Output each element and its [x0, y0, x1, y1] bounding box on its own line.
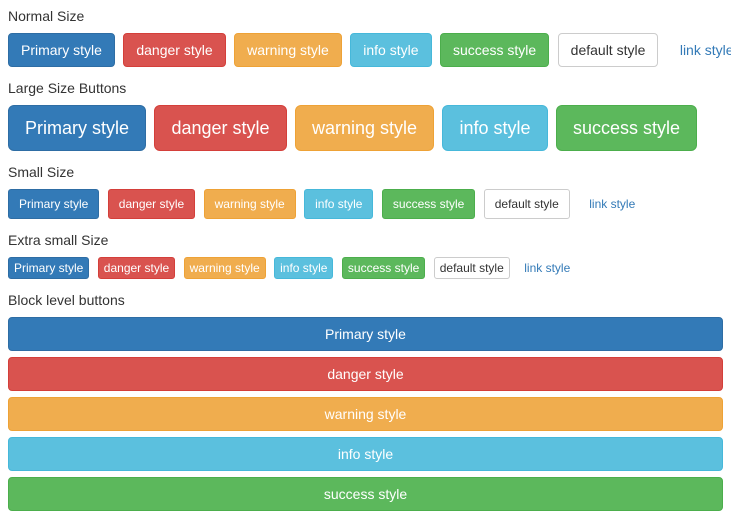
xsmall-default-button[interactable]: default style: [433, 257, 510, 279]
xsmall-info-button[interactable]: info style: [274, 257, 334, 279]
section-label-small: Small Size: [8, 164, 75, 180]
section-label-block: Block level buttons: [8, 292, 125, 308]
normal-primary-button[interactable]: Primary style: [8, 33, 115, 67]
small-danger-button[interactable]: danger style: [107, 189, 196, 219]
section-label-large: Large Size Buttons: [8, 80, 127, 96]
button-row-small: Primary style danger style warning style…: [8, 189, 723, 219]
block-danger-button[interactable]: danger style: [8, 357, 723, 391]
section-xsmall-size: Extra small Size Primary style danger st…: [8, 232, 723, 279]
large-warning-button[interactable]: warning style: [294, 105, 435, 151]
section-normal-size: Normal Size Primary style danger style w…: [8, 8, 731, 67]
small-warning-button[interactable]: warning style: [203, 189, 296, 219]
normal-warning-button[interactable]: warning style: [234, 33, 342, 67]
block-primary-button[interactable]: Primary style: [8, 317, 723, 351]
xsmall-danger-button[interactable]: danger style: [97, 257, 176, 279]
small-success-button[interactable]: success style: [381, 189, 476, 219]
section-large-size: Large Size Buttons Primary style danger …: [8, 80, 723, 151]
normal-info-button[interactable]: info style: [350, 33, 432, 67]
section-label-xsmall: Extra small Size: [8, 232, 109, 248]
section-block-level: Block level buttons Primary style danger…: [8, 292, 723, 511]
block-info-button[interactable]: info style: [8, 437, 723, 471]
section-small-size: Small Size Primary style danger style wa…: [8, 164, 723, 219]
xsmall-primary-button[interactable]: Primary style: [8, 257, 90, 279]
button-row-large: Primary style danger style warning style…: [8, 105, 723, 151]
small-info-button[interactable]: info style: [304, 189, 374, 219]
normal-default-button[interactable]: default style: [557, 33, 659, 67]
normal-danger-button[interactable]: danger style: [123, 33, 226, 67]
button-row-block: Primary style danger style warning style…: [8, 317, 723, 511]
section-label-normal: Normal Size: [8, 8, 85, 24]
normal-link-button[interactable]: link style: [667, 33, 731, 67]
large-info-button[interactable]: info style: [442, 105, 548, 151]
small-default-button[interactable]: default style: [483, 189, 570, 219]
xsmall-warning-button[interactable]: warning style: [183, 257, 266, 279]
xsmall-link-button[interactable]: link style: [518, 257, 576, 279]
large-danger-button[interactable]: danger style: [154, 105, 287, 151]
block-warning-button[interactable]: warning style: [8, 397, 723, 431]
normal-success-button[interactable]: success style: [439, 33, 550, 67]
xsmall-success-button[interactable]: success style: [341, 257, 426, 279]
button-row-xsmall: Primary style danger style warning style…: [8, 257, 723, 279]
button-row-normal: Primary style danger style warning style…: [8, 33, 731, 67]
small-primary-button[interactable]: Primary style: [8, 189, 100, 219]
small-link-button[interactable]: link style: [578, 189, 646, 219]
block-success-button[interactable]: success style: [8, 477, 723, 511]
large-primary-button[interactable]: Primary style: [8, 105, 147, 151]
large-success-button[interactable]: success style: [555, 105, 698, 151]
